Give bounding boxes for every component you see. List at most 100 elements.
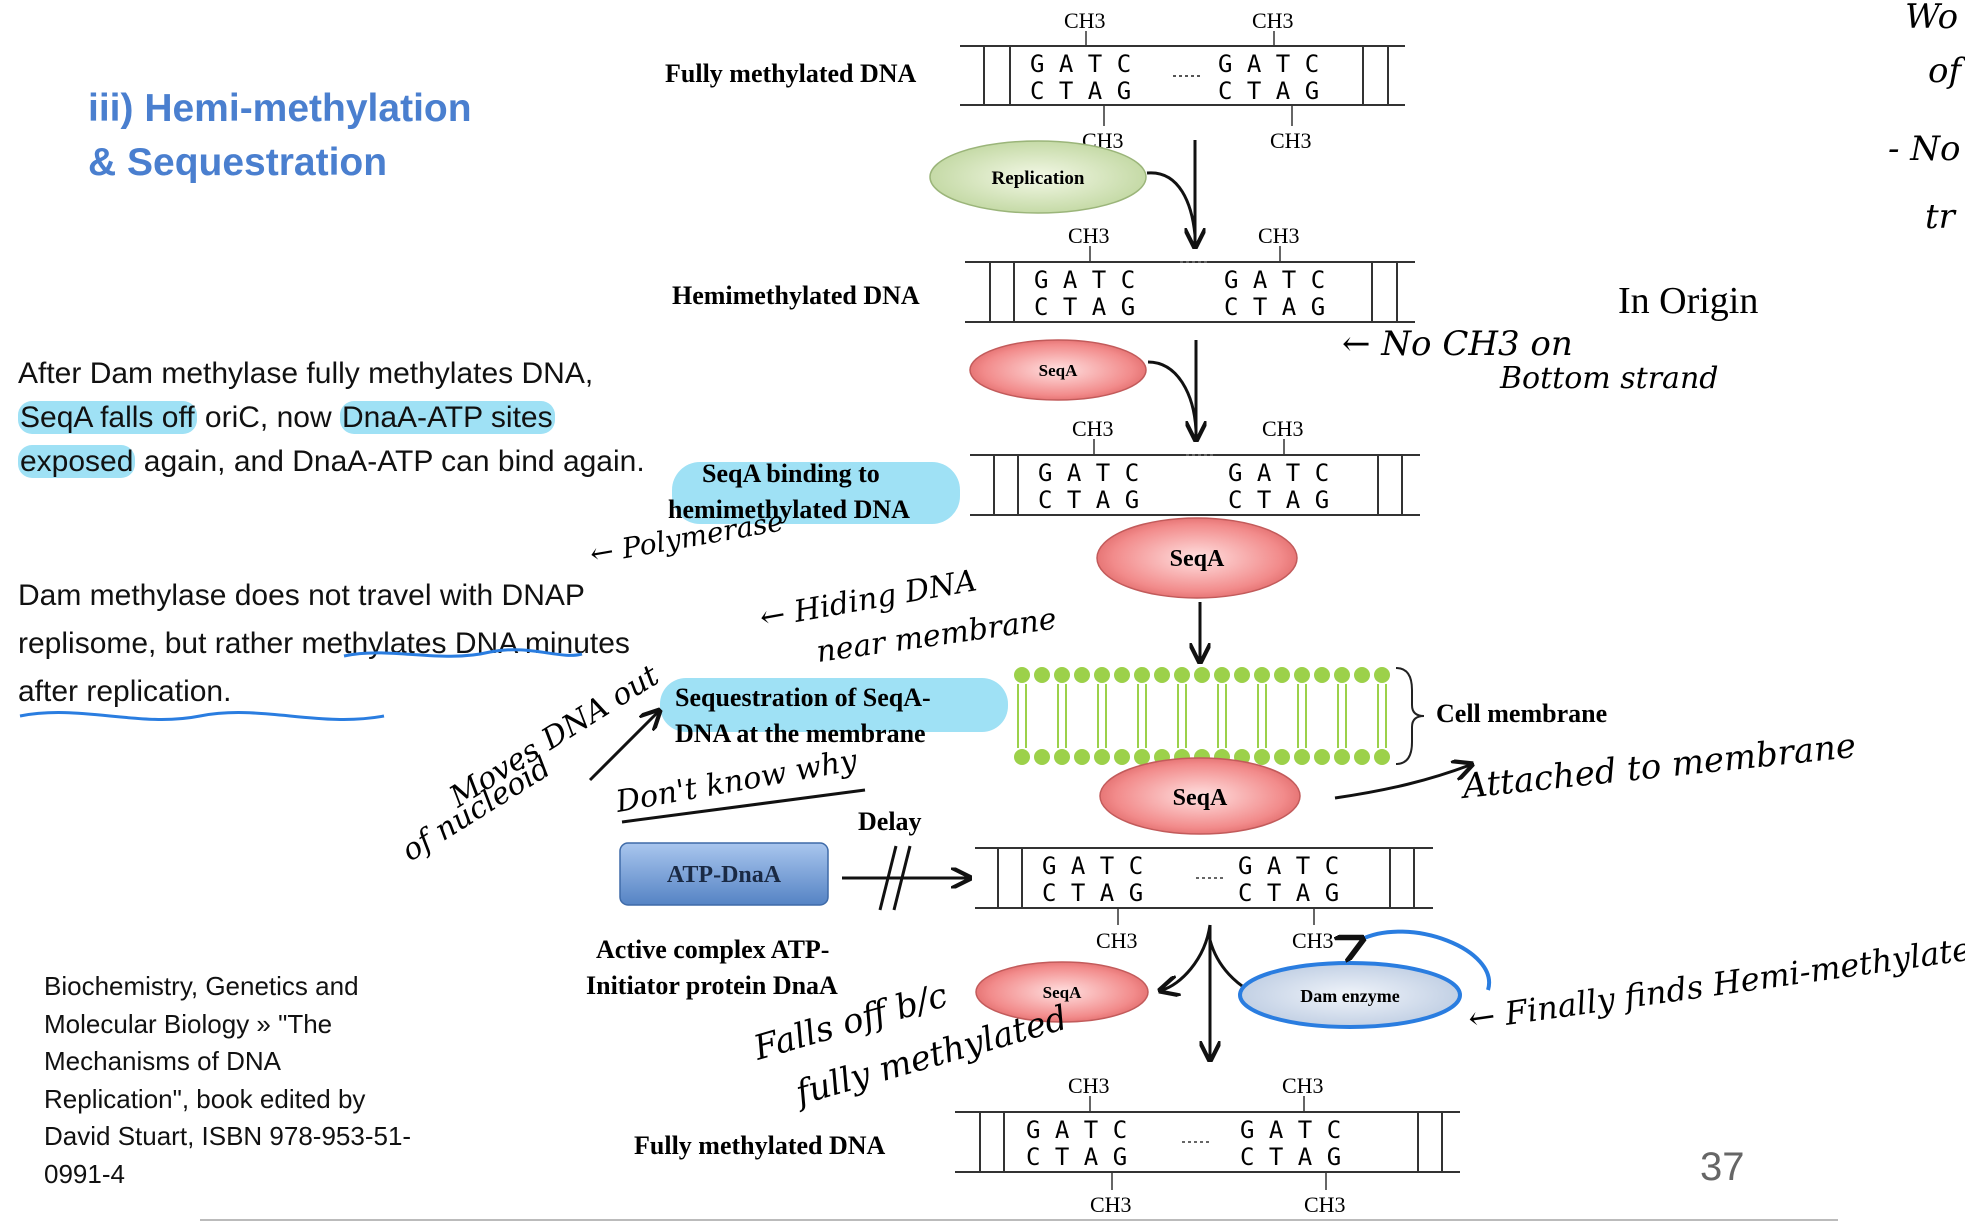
p1-highlight-exposed: exposed (18, 445, 136, 478)
annotation-blue-curve (1360, 929, 1492, 991)
highlight-sequestration (660, 678, 1008, 732)
cell-membrane (1014, 667, 1425, 765)
ch3-label: CH3 (1258, 223, 1300, 248)
paragraph-1: After Dam methylase fully methylates DNA… (18, 352, 658, 484)
label-hemimethylated: Hemimethylated DNA (672, 281, 920, 310)
annotation-attached: Attached to membrane (1458, 726, 1858, 807)
ch3-label: CH3 (1252, 8, 1294, 33)
seq-bottom-2: C T A G (1218, 77, 1319, 105)
seq-top-1: G A T C (1026, 1116, 1127, 1144)
label-fully-methylated-top: Fully methylated DNA (665, 59, 917, 88)
dna-box-seqa-binding: G A T C C T A G G A T C C T A G CH3 CH3 (970, 416, 1420, 516)
p1-text-d: again, and DnaA-ATP can bind again. (135, 445, 645, 478)
ch3-label: CH3 (1090, 1192, 1132, 1217)
seqa-oval-2 (1096, 517, 1298, 599)
p1-text-a: After Dam methylase fully methylates DNA… (18, 357, 594, 390)
dna-box-fully-methylated-top: G A T C C T A G G A T C C T A G CH3 CH3 … (960, 8, 1405, 153)
ch3-label: CH3 (1282, 1073, 1324, 1098)
ch3-label: CH3 (1064, 8, 1106, 33)
seq-top-2: G A T C (1240, 1116, 1341, 1144)
annotation-dont-know-why: Don't know why (612, 743, 860, 820)
block-mark-1 (878, 845, 898, 911)
seq-bottom-1: C T A G (1026, 1143, 1127, 1171)
atp-dnaa-label: ATP-DnaA (667, 862, 782, 888)
seq-top-1: G A T C (1030, 50, 1131, 78)
seq-bottom-2: C T A G (1238, 879, 1339, 907)
highlight-seqa-binding (672, 462, 960, 524)
dna-box-fully-methylated-bottom: G A T C C T A G G A T C C T A G CH3 CH3 … (955, 1073, 1460, 1217)
dam-enzyme-oval (1238, 961, 1462, 1029)
ch3-label: CH3 (1072, 416, 1114, 441)
atp-dnaa-box (619, 842, 829, 906)
ch3-label: CH3 (1068, 223, 1110, 248)
paragraph-2: Dam methylase does not travel with DNAP … (18, 579, 630, 708)
replication-curve-arrow (1146, 171, 1197, 236)
block-mark-2 (892, 845, 912, 911)
seq-bottom-1: C T A G (1030, 77, 1131, 105)
label-seqa-binding-2: hemimethylated DNA (668, 495, 910, 524)
title-line-2: & Sequestration (88, 141, 388, 184)
annotation-arrow-attached (1334, 765, 1470, 800)
p1-highlight-seqa: SeqA falls off (18, 401, 197, 434)
seq-top-1: G A T C (1038, 459, 1139, 487)
replication-oval (929, 140, 1147, 214)
seqa-oval-3 (1099, 757, 1301, 835)
seq-bottom-2: C T A G (1228, 486, 1329, 514)
ch3-label: CH3 (1292, 928, 1334, 953)
label-active-complex-1: Active complex ATP- (596, 935, 829, 964)
seq-top-2: G A T C (1218, 50, 1319, 78)
ch3-label: CH3 (1068, 1073, 1110, 1098)
p1-highlight-dnaa: DnaA-ATP sites (339, 401, 555, 434)
label-cell-membrane: Cell membrane (1436, 699, 1607, 728)
seq-bottom-2: C T A G (1224, 293, 1325, 321)
ch3-label: CH3 (1270, 128, 1312, 153)
seqa-label: SeqA (1170, 546, 1225, 572)
label-sequestration-2: DNA at the membrane (675, 719, 926, 748)
ch3-label: CH3 (1304, 1192, 1346, 1217)
annotation-no-ch3: ← No CH3 on (1342, 324, 1573, 364)
label-seqa-binding-1: SeqA binding to (702, 459, 880, 488)
title-line-1: iii) Hemi-methylation (88, 87, 472, 130)
seqa-label: SeqA (1039, 361, 1078, 380)
slide-title: iii) Hemi-methylation & Sequestration (88, 82, 472, 190)
seq-top-2: G A T C (1238, 852, 1339, 880)
citation: Biochemistry, Genetics and Molecular Bio… (44, 971, 412, 1189)
annotation-finally-finds: ← Finally finds Hemi-methylated (1466, 927, 1965, 1038)
seq-bottom-1: C T A G (1042, 879, 1143, 907)
annotation-top-right-3: - No (1888, 129, 1961, 169)
dna-box-delay: G A T C C T A G G A T C C T A G CH3 CH3 (975, 847, 1433, 953)
seq-top-2: G A T C (1228, 459, 1329, 487)
annotation-arrow-moves (588, 712, 658, 782)
annotation-in-origin: In Origin (1618, 280, 1758, 322)
seq-top-2: G A T C (1224, 266, 1325, 294)
page-number: 37 (1700, 1145, 1745, 1189)
seqa-oval-4 (975, 961, 1149, 1023)
seqa-oval-1 (969, 339, 1147, 401)
annotation-underline (621, 788, 866, 824)
label-delay: Delay (858, 807, 922, 836)
dna-box-hemimethylated: G A T C C T A G G A T C C T A G CH3 CH3 (965, 223, 1415, 323)
label-fully-methylated-bottom: Fully methylated DNA (634, 1131, 886, 1160)
annotation-bottom-strand: Bottom strand (1499, 361, 1718, 396)
annotation-wavy-underline-2 (343, 648, 583, 658)
seqa-curve-arrow (1147, 360, 1198, 431)
annotation-top-right-1: Wo (1905, 0, 1958, 37)
seqa-label: SeqA (1173, 785, 1228, 811)
dam-enzyme-label: Dam enzyme (1300, 986, 1399, 1006)
seq-bottom-2: C T A G (1240, 1143, 1341, 1171)
seq-bottom-1: C T A G (1034, 293, 1135, 321)
label-sequestration-1: Sequestration of SeqA- (675, 683, 931, 712)
fork-arrow-right (1208, 939, 1249, 992)
p1-text-b: oriC, now (196, 401, 340, 434)
replication-label: Replication (992, 168, 1085, 189)
ch3-label: CH3 (1096, 928, 1138, 953)
seq-top-1: G A T C (1042, 852, 1143, 880)
ch3-label: CH3 (1262, 416, 1304, 441)
annotation-top-right-2: of (1928, 51, 1965, 91)
seqa-label: SeqA (1043, 983, 1082, 1002)
annotation-top-right-4: tr (1925, 197, 1957, 237)
seq-bottom-1: C T A G (1038, 486, 1139, 514)
annotation-wavy-underline (19, 711, 385, 721)
label-active-complex-2: Initiator protein DnaA (586, 971, 838, 1000)
